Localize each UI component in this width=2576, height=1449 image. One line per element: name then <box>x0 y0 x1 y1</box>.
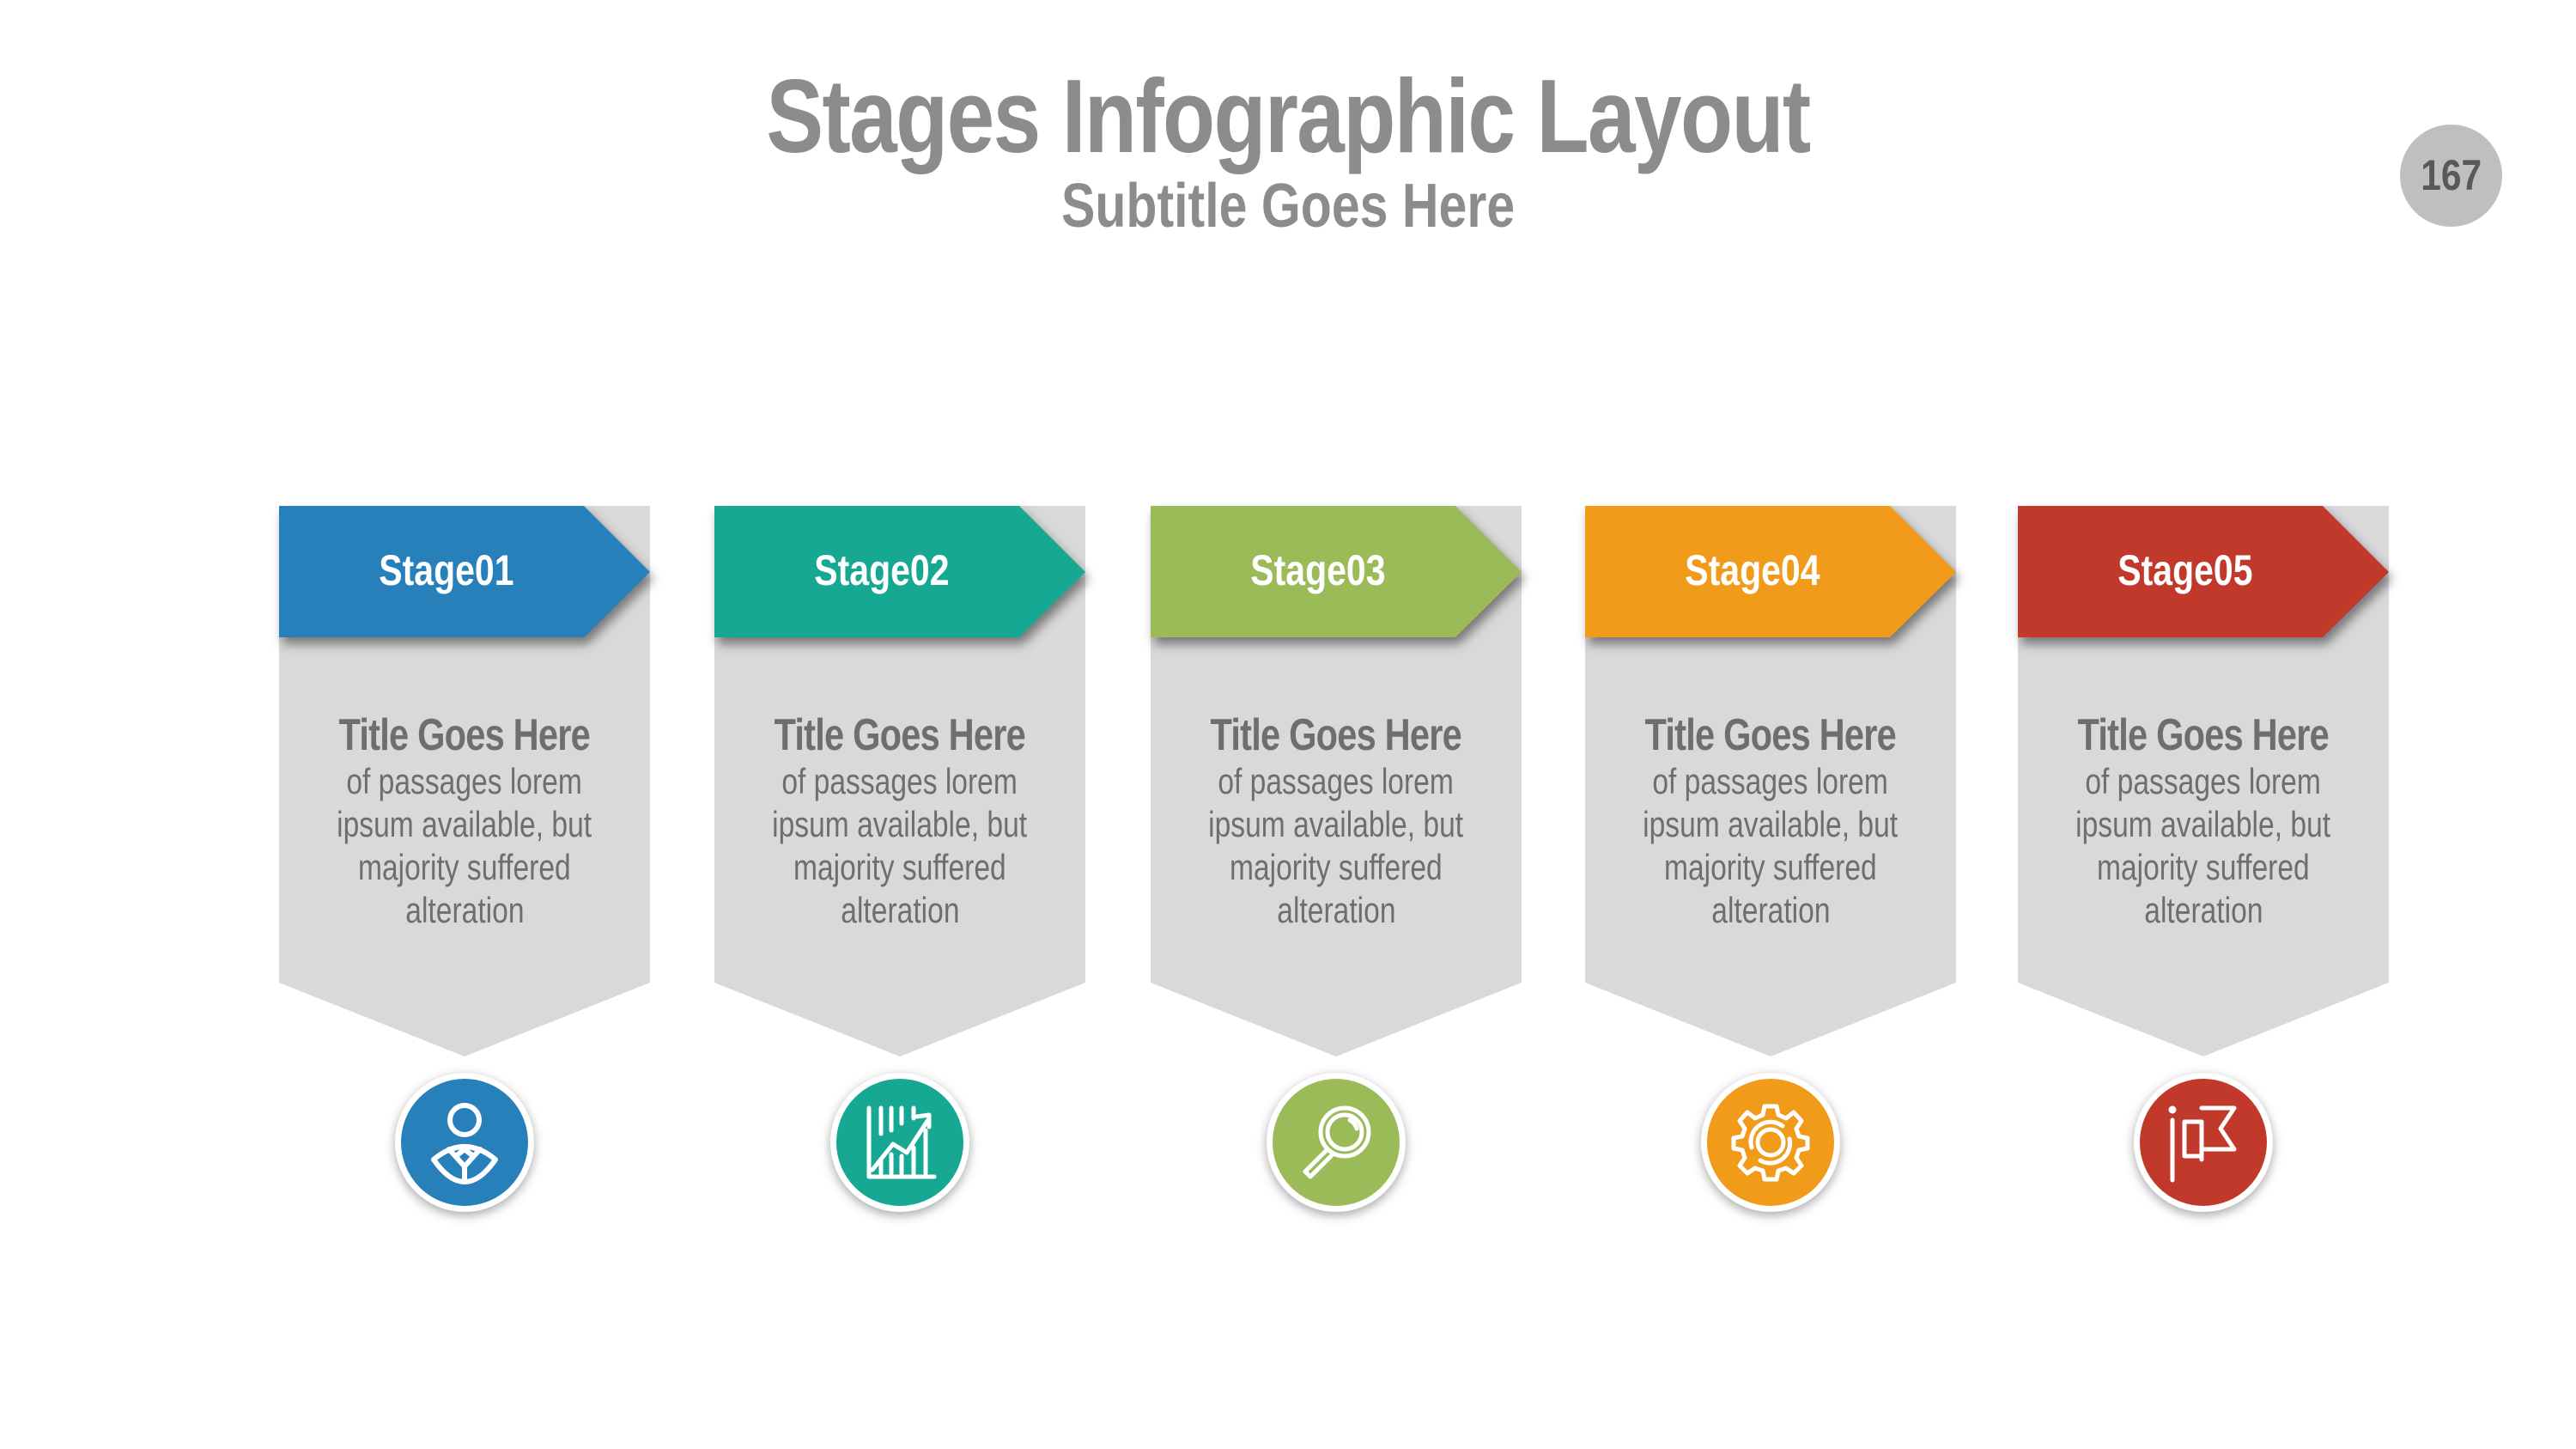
stage-5-title: Title Goes Here <box>2077 710 2330 760</box>
stage-5: Stage05 Title Goes Here of passages lore… <box>2018 506 2389 1245</box>
stage-1-icon-circle <box>395 1073 534 1212</box>
page-title: Stages Infographic Layout <box>766 58 1811 174</box>
stage-2-icon-circle <box>830 1073 969 1212</box>
stage-4-body: of passages lorem ipsum available, but m… <box>1643 761 1899 930</box>
stage-2-arrow <box>714 506 1085 637</box>
stage-3-panel <box>1151 506 1522 1056</box>
page-number-badge: 167 <box>2400 125 2502 227</box>
stage-5-label: Stage05 <box>2117 546 2253 594</box>
stage-4-label: Stage04 <box>1685 546 1820 594</box>
stage-3-body: of passages lorem ipsum available, but m… <box>1208 761 1464 930</box>
person-icon <box>431 1103 498 1184</box>
gear-icon <box>1731 1104 1810 1182</box>
stage-3: Stage03 Title Goes Here of passages lore… <box>1151 506 1522 1245</box>
stage-1: Stage01 Title Goes Here of passages lore… <box>279 506 650 1245</box>
growth-chart-icon <box>866 1105 937 1179</box>
stage-2-text: Title Goes Here of passages lorem ipsum … <box>714 710 1085 932</box>
stage-5-panel <box>2018 506 2389 1056</box>
stage-3-icon-circle <box>1267 1073 1406 1212</box>
stage-5-arrow <box>2018 506 2389 637</box>
stage-4-icon-circle <box>1701 1073 1840 1212</box>
stage-3-title: Title Goes Here <box>1210 710 1462 760</box>
stage-2-panel <box>714 506 1085 1056</box>
stage-5-text: Title Goes Here of passages lorem ipsum … <box>2018 710 2389 932</box>
stage-1-panel <box>279 506 650 1056</box>
stage-4-panel <box>1585 506 1956 1056</box>
flag-icon <box>2168 1105 2237 1183</box>
stage-4-arrow <box>1585 506 1956 637</box>
stage-5-icon-circle <box>2134 1073 2273 1212</box>
stage-2-label: Stage02 <box>814 546 950 594</box>
stage-1-body: of passages lorem ipsum available, but m… <box>337 761 592 930</box>
stage-2-title: Title Goes Here <box>774 710 1026 760</box>
stage-2: Stage02 Title Goes Here of passages lore… <box>714 506 1085 1245</box>
stage-1-text: Title Goes Here of passages lorem ipsum … <box>279 710 650 932</box>
stage-1-arrow <box>279 506 650 637</box>
page-subtitle: Subtitle Goes Here <box>1060 172 1516 240</box>
stage-3-text: Title Goes Here of passages lorem ipsum … <box>1151 710 1522 932</box>
stage-3-arrow <box>1151 506 1522 637</box>
stage-1-title: Title Goes Here <box>338 710 591 760</box>
stage-5-body: of passages lorem ipsum available, but m… <box>2075 761 2331 930</box>
stage-4: Stage04 Title Goes Here of passages lore… <box>1585 506 1956 1245</box>
stage-4-text: Title Goes Here of passages lorem ipsum … <box>1585 710 1956 932</box>
stage-3-label: Stage03 <box>1250 546 1386 594</box>
stage-2-body: of passages lorem ipsum available, but m… <box>772 761 1028 930</box>
magnifier-icon <box>1303 1105 1371 1179</box>
stage-4-title: Title Goes Here <box>1644 710 1897 760</box>
stage-1-label: Stage01 <box>379 546 514 594</box>
